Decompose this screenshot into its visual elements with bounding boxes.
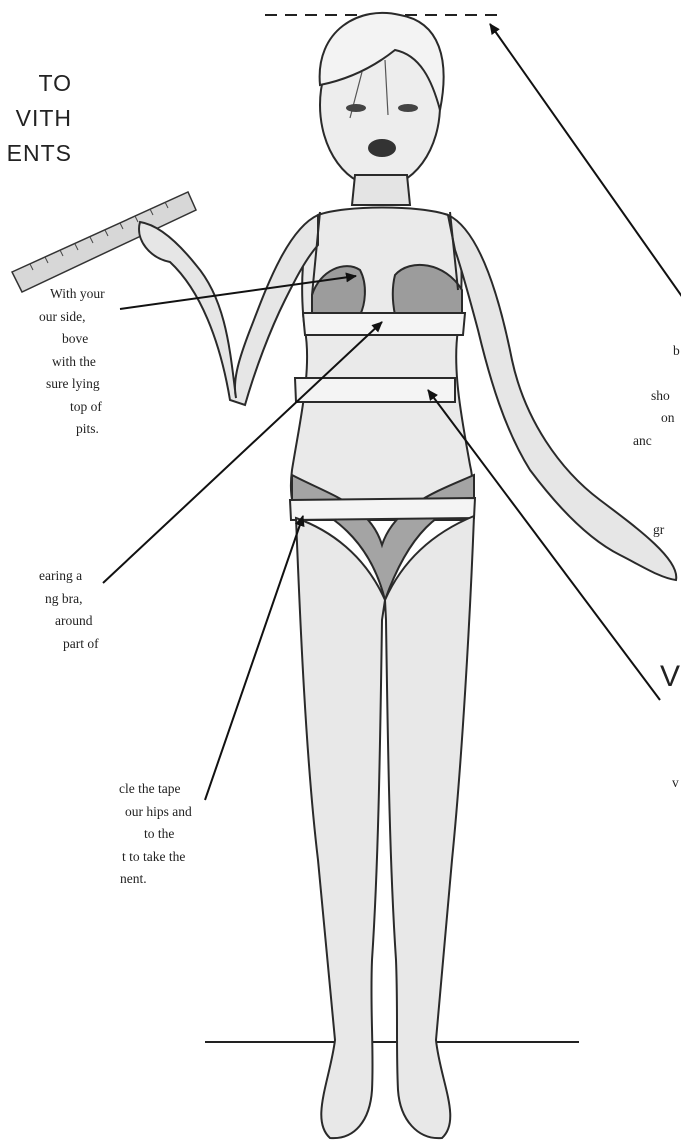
torso [291, 208, 473, 521]
right-waist-note: V [648, 660, 681, 694]
note-line: our hips and [0, 801, 200, 824]
left-leg [296, 518, 385, 1138]
heading-line: TO [0, 66, 72, 101]
note-line: t to take the [0, 846, 200, 869]
bust-note: With your our side, bove with the sure l… [0, 283, 118, 441]
note-line: top of [0, 396, 118, 419]
note-line: sure lying [0, 373, 118, 396]
note-line: on [630, 407, 681, 430]
note-line: anc [630, 430, 681, 453]
note-line: to the [0, 823, 200, 846]
note-line: around [0, 610, 100, 633]
right-leg [385, 516, 474, 1138]
note-line: V [648, 660, 681, 694]
note-line: ng bra, [0, 588, 100, 611]
note-line: our side, [0, 306, 118, 329]
note-line: gr [630, 519, 681, 542]
human-figure [139, 13, 676, 1138]
note-line: with the [0, 351, 118, 374]
note-line: v [660, 772, 681, 795]
heading-line: ENTS [0, 136, 72, 171]
note-line: sho [630, 385, 681, 408]
note-line: earing a [0, 565, 100, 588]
lips [368, 139, 396, 157]
right-height-note: b sho on anc gr [630, 340, 681, 542]
page-heading: TO VITH ENTS [0, 66, 72, 171]
underbust-band [303, 313, 465, 335]
note-line: bove [0, 328, 118, 351]
left-arm [139, 215, 318, 405]
height-arrow [490, 24, 681, 298]
note-line: cle the tape [0, 778, 200, 801]
note-line: nent. [0, 868, 200, 891]
heading-line: VITH [0, 101, 72, 136]
note-line: With your [0, 283, 118, 306]
right-waist-note-body: v [660, 772, 681, 795]
note-line: b [630, 340, 681, 363]
hips-note: cle the tape our hips and to the t to ta… [0, 778, 200, 891]
note-line: part of [0, 633, 100, 656]
hips-arrow [205, 516, 303, 800]
underbust-note: earing a ng bra, around part of [0, 565, 100, 655]
hips-band [290, 498, 475, 520]
note-line: pits. [0, 418, 118, 441]
